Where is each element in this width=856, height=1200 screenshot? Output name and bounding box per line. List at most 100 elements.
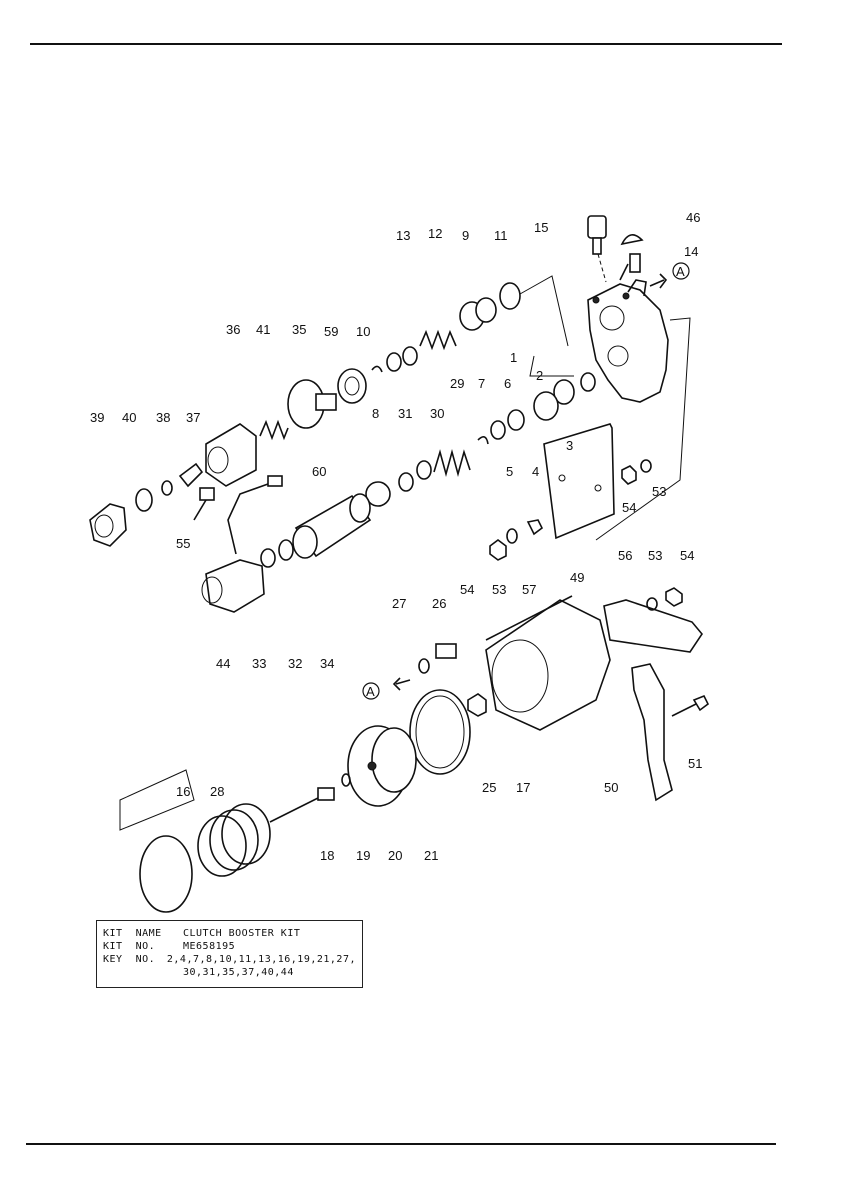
nut-washer-53-54-57 bbox=[489, 519, 544, 561]
hose-60 bbox=[227, 475, 283, 555]
callout-c44: 44 bbox=[216, 656, 230, 671]
piston-4 bbox=[533, 391, 559, 421]
callout-c20: 20 bbox=[388, 848, 402, 863]
fitting-15 bbox=[587, 215, 607, 283]
callout-c17: 17 bbox=[516, 780, 530, 795]
bolt-55 bbox=[193, 487, 215, 521]
ring-5-6 bbox=[490, 409, 525, 440]
key-no-key: KEY NO. bbox=[103, 954, 156, 965]
callout-c11: 11 bbox=[494, 228, 508, 243]
shell-17 bbox=[485, 595, 611, 731]
callout-c7: 7 bbox=[478, 376, 485, 391]
callout-c1: 1 bbox=[510, 350, 517, 365]
valve-37 bbox=[178, 462, 204, 488]
body-36 bbox=[205, 423, 257, 487]
valve-9 bbox=[459, 297, 497, 331]
callout-c5: 5 bbox=[506, 464, 513, 479]
callout-c51: 51 bbox=[688, 756, 702, 771]
callout-c60: 60 bbox=[312, 464, 326, 479]
cylinder-34 bbox=[292, 493, 372, 559]
rod-18 bbox=[269, 787, 335, 823]
callout-c29: 29 bbox=[450, 376, 464, 391]
key-no-row: KEY NO. 2,4,7,8,10,11,13,16,19,21,27, bbox=[103, 953, 356, 966]
callout-c21: 21 bbox=[424, 848, 438, 863]
callout-c3: 3 bbox=[566, 438, 573, 453]
callout-c33: 33 bbox=[252, 656, 266, 671]
diaphragm-16 bbox=[119, 769, 195, 913]
ring-19 bbox=[341, 773, 351, 787]
nut-25 bbox=[467, 693, 487, 717]
bracket-56 bbox=[603, 599, 703, 653]
kit-no-key: KIT NO. bbox=[103, 941, 156, 952]
callout-c27: 27 bbox=[392, 596, 406, 611]
callout-c6: 6 bbox=[504, 376, 511, 391]
callout-c35: 35 bbox=[292, 322, 306, 337]
callout-c30: 30 bbox=[430, 406, 444, 421]
callout-c38: 38 bbox=[156, 410, 170, 425]
callout-c10: 10 bbox=[356, 324, 370, 339]
rings-30-31 bbox=[398, 460, 432, 492]
callout-c14: 14 bbox=[684, 244, 698, 259]
callout-c8: 8 bbox=[372, 406, 379, 421]
seal-59 bbox=[337, 368, 367, 404]
kit-name-value: CLUTCH BOOSTER KIT bbox=[183, 928, 301, 939]
callout-c54a: 54 bbox=[622, 500, 636, 515]
callout-c53c: 53 bbox=[648, 548, 662, 563]
callout-cA2: A bbox=[366, 684, 375, 699]
oring-11 bbox=[499, 282, 521, 310]
callout-c9: 9 bbox=[462, 228, 469, 243]
kit-no-value: ME658195 bbox=[183, 941, 236, 952]
nut-washer-53-54-c bbox=[646, 587, 683, 611]
callout-c36: 36 bbox=[226, 322, 240, 337]
callout-c12: 12 bbox=[428, 226, 442, 241]
callout-c31: 31 bbox=[398, 406, 412, 421]
gasket-21 bbox=[409, 689, 471, 775]
kit-no-row: KIT NO. ME658195 bbox=[103, 940, 356, 953]
bracket-50 bbox=[631, 663, 673, 802]
piston-20 bbox=[347, 725, 417, 807]
spring-28 bbox=[197, 803, 271, 877]
cover-44 bbox=[201, 559, 265, 613]
rings-32-33 bbox=[260, 539, 294, 568]
callout-cA1: A bbox=[676, 264, 685, 279]
spring-29 bbox=[433, 448, 471, 478]
callout-c32: 32 bbox=[288, 656, 302, 671]
kit-info-table: KIT NAME CLUTCH BOOSTER KIT KIT NO. ME65… bbox=[96, 920, 363, 988]
callout-c50: 50 bbox=[604, 780, 618, 795]
kit-name-key: KIT NAME bbox=[103, 928, 162, 939]
rings-13 bbox=[386, 346, 418, 372]
spring-12 bbox=[419, 329, 457, 351]
snap-7 bbox=[477, 436, 489, 445]
kit-name-row: KIT NAME CLUTCH BOOSTER KIT bbox=[103, 927, 356, 940]
callout-c54c: 54 bbox=[680, 548, 694, 563]
callout-c59: 59 bbox=[324, 324, 338, 339]
callout-c55: 55 bbox=[176, 536, 190, 551]
callout-c37: 37 bbox=[186, 410, 200, 425]
bolt-51 bbox=[671, 694, 710, 717]
callout-c19: 19 bbox=[356, 848, 370, 863]
key-no-row-2: 30,31,35,37,40,44 bbox=[103, 966, 356, 979]
spring-41 bbox=[259, 419, 289, 441]
arrows bbox=[392, 273, 668, 691]
callout-c53a: 53 bbox=[652, 484, 666, 499]
callout-c56: 56 bbox=[618, 548, 632, 563]
fitting-26-27 bbox=[418, 643, 457, 674]
callout-c54b: 54 bbox=[460, 582, 474, 597]
plug-39 bbox=[89, 503, 127, 547]
callout-c26: 26 bbox=[432, 596, 446, 611]
callout-c2: 2 bbox=[536, 368, 543, 383]
plate-35 bbox=[287, 379, 337, 429]
oring-8 bbox=[365, 481, 391, 507]
callout-c13: 13 bbox=[396, 228, 410, 243]
key-no-value-1: 2,4,7,8,10,11,13,16,19,21,27, bbox=[166, 954, 356, 965]
piston-1-2 bbox=[553, 372, 596, 405]
callout-c40: 40 bbox=[122, 410, 136, 425]
callout-c25: 25 bbox=[482, 780, 496, 795]
callout-circle-cA2 bbox=[362, 682, 380, 700]
callout-c49: 49 bbox=[570, 570, 584, 585]
valve-housing bbox=[587, 279, 669, 403]
callout-c53b: 53 bbox=[492, 582, 506, 597]
callout-c28: 28 bbox=[210, 784, 224, 799]
